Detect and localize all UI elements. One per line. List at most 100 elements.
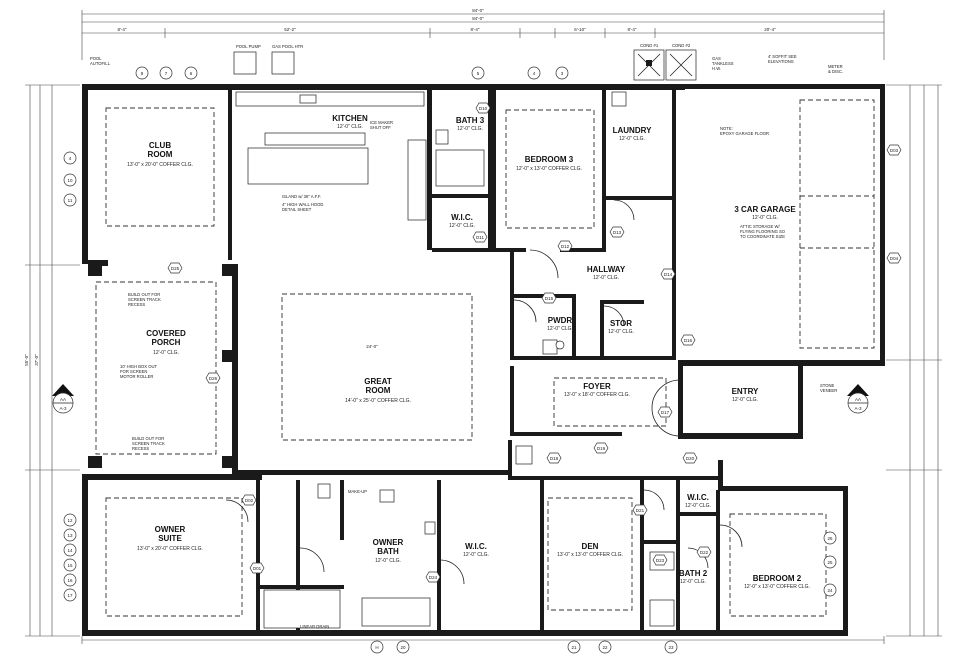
grid-left-7: 16	[67, 578, 73, 583]
door-tag: D16	[684, 338, 693, 343]
owner-suite-sub: 13'-0" x 20'-0" COFFER CLG.	[137, 546, 203, 552]
section-right-sheet: A-3	[854, 406, 862, 411]
garage-sub: 12'-0" CLG.	[752, 215, 778, 221]
door-tag: D04	[890, 256, 899, 261]
door-tag: D21	[636, 508, 645, 513]
overall-width-dim: 84'-0"	[472, 8, 484, 13]
grid-left-0: 4	[69, 156, 72, 161]
bedroom2-sub: 12'-0" x 13'-0" COFFER CLG.	[744, 584, 810, 590]
pool-pump-note: POOL PUMP	[236, 44, 261, 49]
section-left-sheet: A-3	[59, 406, 67, 411]
grid-left-8: 17	[67, 593, 73, 598]
door-tag: D10	[479, 106, 488, 111]
grid-top-1: 7	[165, 71, 168, 76]
club-room-sub: 13'-0" x 20'-0" COFFER CLG.	[127, 162, 193, 168]
bath2-sub: 12'-0" CLG.	[680, 579, 706, 585]
dim-seg-e: 6'-10"	[574, 27, 586, 32]
door-tag: D15	[545, 296, 554, 301]
grid-bottom-2: 21	[571, 645, 577, 650]
door-tag: D17	[661, 410, 670, 415]
door-tag: D25	[171, 266, 180, 271]
grid-bubbles-top: 9 7 6 5 4 3	[135, 66, 569, 80]
bottom-dimension-strings	[81, 636, 885, 644]
grid-left-5: 14	[67, 548, 73, 553]
section-left-label: AA	[60, 397, 66, 402]
den-sub: 13'-0" x 13'-0" COFFER CLG.	[557, 552, 623, 558]
covered-porch-sub: 12'-0" CLG.	[153, 350, 179, 356]
door-tag: D03	[890, 148, 899, 153]
foyer-sub: 13'-0" x 18'-0" COFFER CLG.	[564, 392, 630, 398]
grid-bottom-0: H	[375, 645, 378, 650]
cond1-note: COND #1	[640, 43, 659, 48]
grid-left-6: 15	[67, 563, 73, 568]
wic-lower-label: W.I.C.	[687, 493, 709, 502]
grid-right-0: 26	[827, 536, 833, 541]
coffer-ceilings	[95, 99, 875, 617]
cond2-note: COND #2	[672, 43, 691, 48]
kitchen-sub: 12'-0" CLG.	[337, 124, 363, 130]
grid-bubbles-left: 4 10 11 12 13 14 15 16 17	[63, 151, 77, 602]
bedroom3-label: BEDROOM 3	[525, 155, 574, 164]
door-tag: D26	[209, 376, 218, 381]
hallway-sub: 12'-0" CLG.	[593, 275, 619, 281]
great-room-width-dim: 24'-0"	[366, 344, 378, 349]
top-dimension-strings: 84'-0" 84'-0" 52'-2" 20'-4" 8'-4" 8'-4" …	[81, 8, 885, 60]
dim-seg-f: 8'-4"	[628, 27, 637, 32]
overall-width-dim-2: 84'-0"	[472, 16, 484, 21]
door-tag: D01	[253, 566, 262, 571]
grid-left-2: 11	[68, 198, 73, 203]
grid-right-1: 25	[827, 560, 833, 565]
door-tag: D22	[700, 550, 709, 555]
door-tag: D20	[686, 456, 695, 461]
grid-top-3: 5	[477, 71, 480, 76]
door-tag: D24	[429, 575, 438, 580]
stor-sub: 12'-0" CLG.	[608, 329, 634, 335]
section-right-label: AA	[855, 397, 861, 402]
section-marker-right: AA A-3	[847, 384, 869, 414]
grid-top-0: 9	[141, 71, 144, 76]
grid-bottom-1: 20	[400, 645, 406, 650]
pwdr-sub: 12'-0" CLG.	[547, 326, 573, 332]
wic-upper-sub: 12'-0" CLG.	[449, 223, 475, 229]
owner-wic-sub: 12'-0" CLG.	[463, 552, 489, 558]
grid-right-2: 24	[827, 588, 833, 593]
grid-top-5: 3	[561, 71, 564, 76]
make-up-note: MAKE-UP	[348, 489, 367, 494]
bedroom3-sub: 12'-0" x 13'-0" COFFER CLG.	[516, 166, 582, 172]
hallway-label: HALLWAY	[587, 265, 626, 274]
bedroom2-label: BEDROOM 2	[753, 574, 802, 583]
door-tag: D02	[245, 498, 254, 503]
entry-label: ENTRY	[732, 387, 759, 396]
dim-seg-c: 8'-4"	[118, 27, 127, 32]
owner-wic-label: W.I.C.	[465, 542, 487, 551]
dim-seg-d: 8'-4"	[471, 27, 480, 32]
kitchen-label: KITCHEN	[332, 114, 368, 123]
grid-bottom-4: 23	[668, 645, 674, 650]
grid-top-2: 6	[190, 71, 193, 76]
laundry-sub: 12'-0" CLG.	[619, 136, 645, 142]
bath3-label: BATH 3	[456, 116, 485, 125]
dim-seg-a: 52'-2"	[284, 27, 296, 32]
great-room-sub: 14'-0" x 25'-0" COFFER CLG.	[345, 398, 411, 404]
door-tag: D12	[561, 244, 570, 249]
laundry-label: LAUNDRY	[613, 126, 652, 135]
exterior-walls	[82, 84, 885, 636]
right-dimension-strings	[886, 84, 942, 637]
owner-bath-sub: 12'-0" CLG.	[375, 558, 401, 564]
door-tag: D18	[550, 456, 559, 461]
depth-dim-2: 37'-0"	[34, 354, 39, 366]
gas-pool-htr-note: GAS POOL HTR	[272, 44, 303, 49]
island-note: ISLAND w/ 36" A.F.F.	[282, 194, 321, 199]
door-tag: D13	[613, 230, 622, 235]
bath2-label: BATH 2	[679, 569, 708, 578]
grid-bubbles-bottom: H 20 21 22 23	[370, 640, 678, 654]
entry-sub: 12'-0" CLG.	[732, 397, 758, 403]
